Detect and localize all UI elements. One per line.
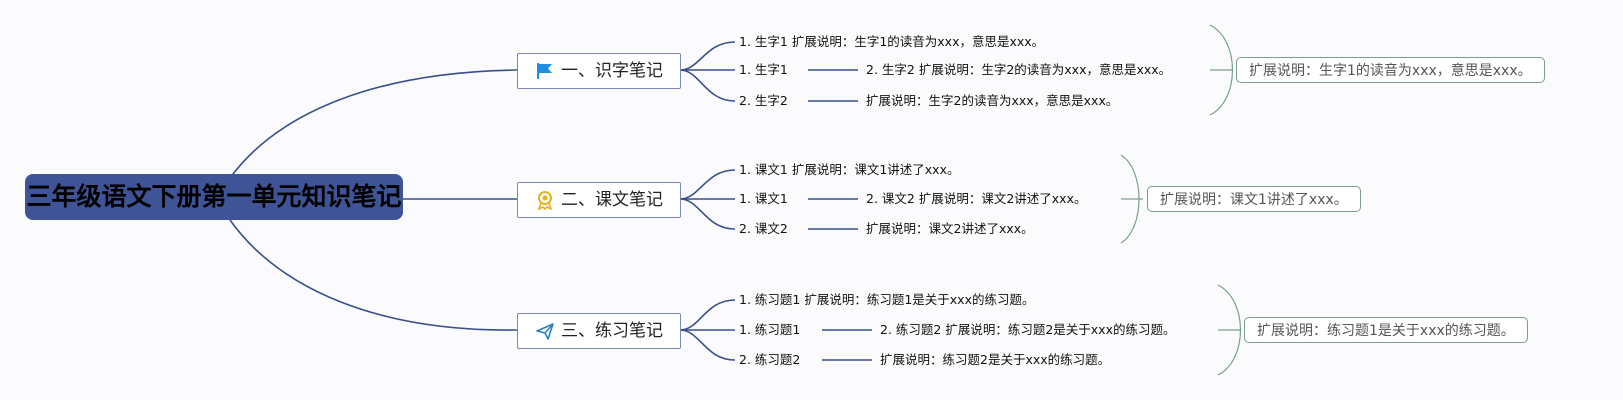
leaf-row3-left[interactable]: 2. 练习题2 bbox=[739, 352, 801, 367]
leaf-row2-left[interactable]: 1. 生字1 bbox=[739, 62, 788, 77]
branch-text-notes[interactable]: 二、课文笔记 bbox=[517, 182, 681, 218]
branch-label: 一、识字笔记 bbox=[561, 61, 663, 81]
award-icon bbox=[537, 191, 553, 210]
leaf-row2-right[interactable]: 2. 练习题2 扩展说明：练习题2是关于xxx的练习题。 bbox=[880, 322, 1176, 337]
leaf-row2-right[interactable]: 2. 课文2 扩展说明：课文2讲述了xxx。 bbox=[866, 191, 1087, 206]
branch-label: 三、练习笔记 bbox=[561, 321, 663, 341]
leaf-row3-left[interactable]: 2. 课文2 bbox=[739, 221, 788, 236]
leaf-row3-right[interactable]: 扩展说明：课文2讲述了xxx。 bbox=[866, 221, 1034, 236]
leaf-row2-right[interactable]: 2. 生字2 扩展说明：生字2的读音为xxx，意思是xxx。 bbox=[866, 62, 1172, 77]
branch-literacy-notes[interactable]: 一、识字笔记 bbox=[517, 53, 681, 89]
paper-plane-icon bbox=[536, 323, 554, 340]
root-topic[interactable]: 三年级语文下册第一单元知识笔记 bbox=[25, 174, 403, 220]
leaf-row2-left[interactable]: 1. 练习题1 bbox=[739, 322, 801, 337]
leaf-row3-left[interactable]: 2. 生字2 bbox=[739, 93, 788, 108]
leaf-row3-right[interactable]: 扩展说明：练习题2是关于xxx的练习题。 bbox=[880, 352, 1111, 367]
branch-label: 二、课文笔记 bbox=[561, 190, 663, 210]
leaf-row3-right[interactable]: 扩展说明：生字2的读音为xxx，意思是xxx。 bbox=[866, 93, 1119, 108]
leaf-row1[interactable]: 1. 课文1 扩展说明：课文1讲述了xxx。 bbox=[739, 162, 960, 177]
summary-box[interactable]: 扩展说明：生字1的读音为xxx，意思是xxx。 bbox=[1236, 57, 1545, 83]
root-title: 三年级语文下册第一单元知识笔记 bbox=[26, 182, 402, 211]
summary-box[interactable]: 扩展说明：课文1讲述了xxx。 bbox=[1147, 186, 1361, 212]
leaf-row1[interactable]: 1. 生字1 扩展说明：生字1的读音为xxx，意思是xxx。 bbox=[739, 34, 1045, 49]
leaf-row2-left[interactable]: 1. 课文1 bbox=[739, 191, 788, 206]
branch-practice-notes[interactable]: 三、练习笔记 bbox=[517, 313, 681, 349]
summary-box[interactable]: 扩展说明：练习题1是关于xxx的练习题。 bbox=[1244, 317, 1528, 343]
leaf-row1[interactable]: 1. 练习题1 扩展说明：练习题1是关于xxx的练习题。 bbox=[739, 292, 1035, 307]
flag-icon bbox=[537, 63, 552, 79]
